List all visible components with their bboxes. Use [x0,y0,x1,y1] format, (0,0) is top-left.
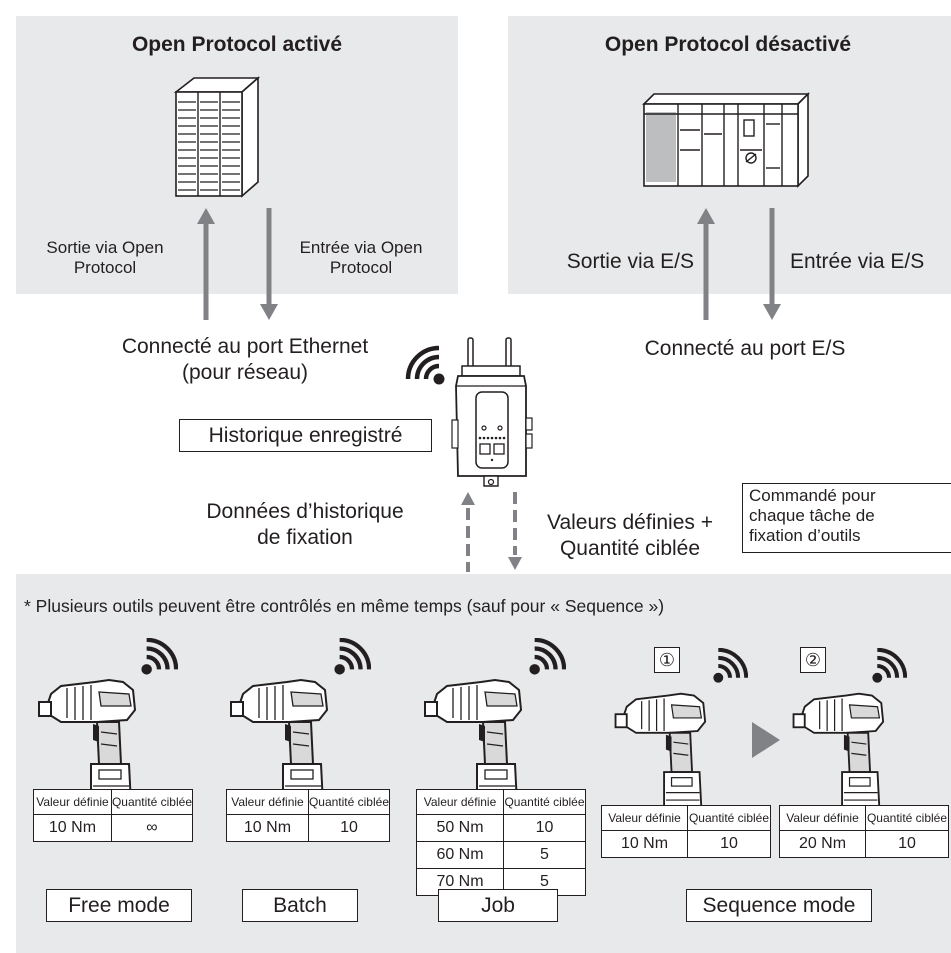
history-recorded-box: Historique enregistré [179,419,432,452]
output-arrow-up [197,208,215,320]
io-input-label: Entrée via E/S [790,250,925,273]
tool-icon-batch [229,660,339,810]
tool-icon-sequence-2 [788,675,898,815]
history-data-arrow-up [461,492,475,572]
batch-qty-0: 10 [307,814,391,842]
history-data-label: Données d’historique de fixation [170,499,440,551]
tool-wifi-icon-job [528,638,566,676]
free-col-value: Valeur définie [33,789,112,815]
tool-icon-sequence-1 [610,675,720,815]
ethernet-connection-line1: Connecté au port Ethernet [121,335,369,358]
command-note-line2: chaque tâche de [749,506,875,525]
free-mode-label: Free mode [46,889,192,922]
sequence-step-2-table: Valeur définie Quantité ciblée 20 Nm 10 [779,805,949,858]
seq2-qty-0: 10 [865,830,949,858]
job-value-1: 60 Nm [416,841,504,869]
table-row: 20 Nm 10 [779,830,949,858]
batch-label: Batch [242,889,358,922]
ethernet-connection-label: Connecté au port Ethernet (pour réseau) [100,334,390,386]
set-values-label: Valeurs définies + Quantité ciblée [530,510,730,562]
sequence-mode-label: Sequence mode [686,889,872,922]
command-note-line1: Commandé pour [749,486,876,505]
tool-icon-job [423,660,533,810]
sequence-step-2-marker: ② [800,647,826,673]
table-row: 10 Nm 10 [601,830,771,858]
output-label: Sortie via Open Protocol [46,238,164,277]
command-note-line3: fixation d’outils [749,526,861,545]
free-col-qty: Quantité ciblée [110,789,194,815]
sequence-step-1-marker: ① [654,647,680,673]
table-row: 10 Nm ∞ [33,814,194,842]
free-mode-table: Valeur définie Quantité ciblée 10 Nm ∞ [33,789,194,842]
free-qty-0: ∞ [110,814,194,842]
job-col-qty: Quantité ciblée [503,789,586,815]
job-qty-0: 10 [503,814,586,842]
input-arrow-down [260,208,278,320]
seq1-col-qty: Quantité ciblée [687,805,771,831]
job-table: Valeur définie Quantité ciblée 50 Nm 10 … [416,789,586,896]
table-row: 60 Nm 5 [416,841,586,869]
batch-table: Valeur définie Quantité ciblée 10 Nm 10 [226,789,391,842]
sequence-next-arrow-icon [752,722,780,758]
job-qty-1: 5 [503,841,586,869]
job-value-0: 50 Nm [416,814,504,842]
server-rack-icon [173,76,261,198]
seq1-qty-0: 10 [687,830,771,858]
job-col-value: Valeur définie [416,789,504,815]
set-values-line1: Valeurs définies + [547,511,713,534]
table-row: 50 Nm 10 [416,814,586,842]
sequence-step-1-table: Valeur définie Quantité ciblée 10 Nm 10 [601,805,771,858]
command-note-box: Commandé pour chaque tâche de fixation d… [742,483,951,553]
history-data-line1: Données d’historique [206,500,404,523]
seq2-value-0: 20 Nm [779,830,866,858]
batch-col-value: Valeur définie [226,789,309,815]
input-label: Entrée via Open Protocol [299,238,423,277]
wifi-icon [405,345,445,385]
io-output-arrow-up [697,208,715,320]
io-output-label: Sortie via E/S [566,250,694,273]
open-protocol-disabled-title: Open Protocol désactivé [604,33,852,56]
open-protocol-enabled-title: Open Protocol activé [131,33,343,56]
batch-value-0: 10 Nm [226,814,309,842]
set-values-arrow-down [508,492,522,570]
job-label: Job [438,889,558,922]
seq2-col-value: Valeur définie [779,805,866,831]
plc-controller-icon [642,92,810,188]
history-data-line2: de fixation [257,526,353,549]
ethernet-connection-line2: (pour réseau) [181,361,309,384]
seq1-col-value: Valeur définie [601,805,688,831]
table-row: 10 Nm 10 [226,814,391,842]
batch-col-qty: Quantité ciblée [307,789,391,815]
seq2-col-qty: Quantité ciblée [865,805,949,831]
io-input-arrow-down [763,208,781,320]
free-value-0: 10 Nm [33,814,112,842]
set-values-line2: Quantité ciblée [559,537,701,560]
tool-icon-free [37,660,147,810]
seq1-value-0: 10 Nm [601,830,688,858]
controller-unit-icon [451,337,533,487]
io-connection-label: Connecté au port E/S [644,337,846,360]
footnote: * Plusieurs outils peuvent être contrôlé… [24,596,665,616]
